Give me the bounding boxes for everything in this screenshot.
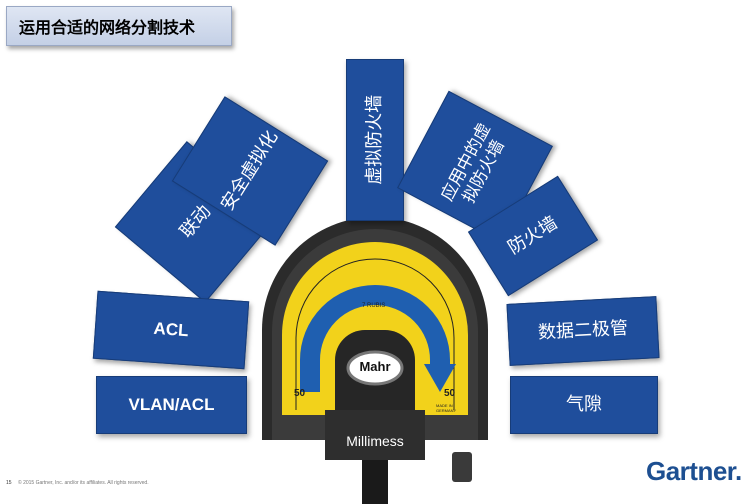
page-number: 15 xyxy=(6,480,12,486)
gauge-scale-left: 50 xyxy=(294,388,306,399)
tile-virtual-firewall: 虚拟防火墙 xyxy=(346,59,404,221)
gauge-scale-right: 50 xyxy=(444,388,456,399)
tile-data-diode: 数据二极管 xyxy=(506,296,660,366)
tile-vlan-acl: VLAN/ACL xyxy=(96,376,247,434)
logo-dot: . xyxy=(735,456,742,486)
gauge-model-label: Millimess xyxy=(346,433,404,449)
copyright-notice: © 2015 Gartner, Inc. and/or its affiliat… xyxy=(18,480,149,486)
tile-air-gap: 气隙 xyxy=(510,376,658,434)
gauge-brand-label: Mahr xyxy=(359,359,391,374)
tile-acl: ACL xyxy=(92,290,250,370)
gauge-scale-top: 7 RUBIS xyxy=(362,303,386,309)
gauge-made-in: MADE IN GERMANY xyxy=(436,403,457,413)
slide-title: 运用合适的网络分割技术 xyxy=(6,6,232,46)
gartner-logo: Gartner. xyxy=(646,456,742,487)
tile-virtual-firewall-label: 虚拟防火墙 xyxy=(364,95,386,185)
logo-text: Gartner xyxy=(646,456,736,486)
